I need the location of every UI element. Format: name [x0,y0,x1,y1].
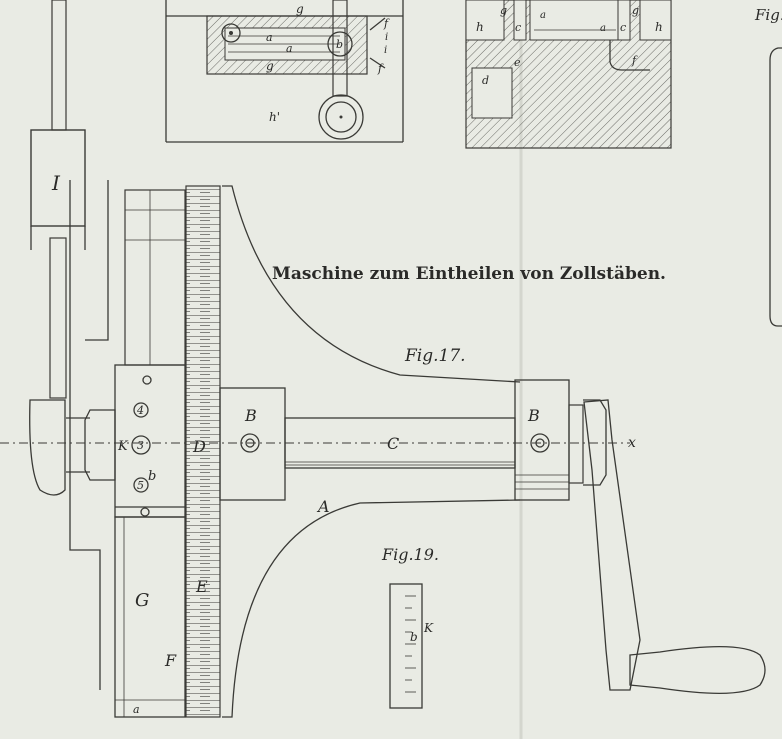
tr-label-h1: h [476,20,484,34]
top-label-i2: i [384,45,387,56]
top-label-h: h' [269,110,280,124]
label-B-left: B [244,406,257,425]
label-I: I [51,171,61,195]
label-b: b [148,469,156,484]
top-label-f2: f [377,62,384,75]
label-F: F [164,651,177,670]
label-b-fig19: b [410,630,418,644]
tr-label-c2: c [620,21,626,34]
label-A: A [316,497,330,516]
tr-label-g1: g [500,4,507,17]
label-5: 5 [137,479,144,492]
main-machine-figure [0,0,766,718]
label-x: x [628,435,636,451]
label-B-right: B [527,406,540,425]
tr-label-h2: h [655,20,663,34]
corner-fig-caption: Fig. [754,6,782,24]
fig17-caption: Fig.17. [404,346,466,366]
label-K-fig19: K [423,621,434,635]
label-a-bottom: a [133,703,140,716]
top-section-figure [165,0,404,143]
tr-label-e: e [514,56,521,69]
fig19-caption: Fig.19. [381,545,439,564]
top-label-b: b [336,38,343,51]
plate-title: Maschine zum Eintheilen von Zollstäben. [272,264,666,284]
top-label-i1: i [385,32,388,43]
top-right-section-figure [465,0,672,149]
label-4: 4 [136,404,144,417]
top-label-g1: g [296,2,304,16]
label-3: 3 [137,439,144,452]
label-C: C [387,434,399,453]
label-K: K [117,439,129,454]
tr-label-c1: c [515,21,521,34]
label-D: D [192,437,206,456]
fig19-ruler [389,583,423,709]
top-label-a1: a [266,31,273,44]
top-label-f1: f [383,17,390,30]
tr-label-d: d [482,74,489,87]
label-G: G [135,590,149,611]
tr-label-g2: g [632,4,639,17]
label-E: E [195,577,208,596]
tr-label-a1: a [540,10,546,21]
tr-label-f: f [631,54,638,67]
top-label-a2: a [286,42,293,55]
tr-label-a2: a [600,23,606,34]
right-edge-figure [769,47,782,327]
top-label-g2: g [266,59,274,73]
